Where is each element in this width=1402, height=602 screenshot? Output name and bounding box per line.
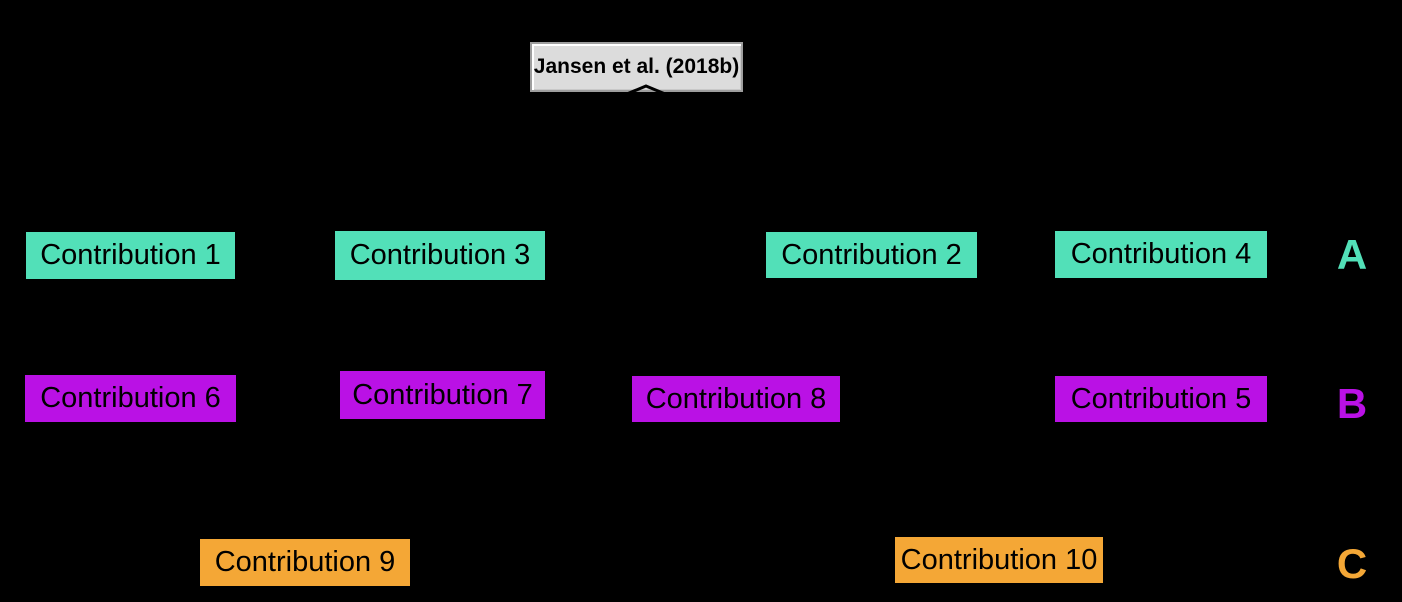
- node-contribution-5: Contribution 5: [1055, 376, 1267, 422]
- node-contribution-9: Contribution 9: [200, 539, 410, 586]
- node-contribution-8: Contribution 8: [632, 376, 840, 422]
- node-contribution-10: Contribution 10: [895, 537, 1103, 583]
- node-contribution-3: Contribution 3: [335, 231, 545, 280]
- group-label-b: B: [1336, 380, 1368, 427]
- group-label-c: C: [1336, 540, 1368, 587]
- node-contribution-2: Contribution 2: [766, 232, 977, 278]
- node-contribution-4: Contribution 4: [1055, 231, 1267, 278]
- root-node: Jansen et al. (2018b): [530, 42, 743, 92]
- node-contribution-7: Contribution 7: [340, 371, 545, 419]
- group-label-a: A: [1336, 231, 1368, 278]
- node-contribution-1: Contribution 1: [26, 232, 235, 279]
- node-contribution-6: Contribution 6: [25, 375, 236, 422]
- root-node-label: Jansen et al. (2018b): [533, 55, 740, 78]
- up-arrowhead-icon: [621, 84, 671, 98]
